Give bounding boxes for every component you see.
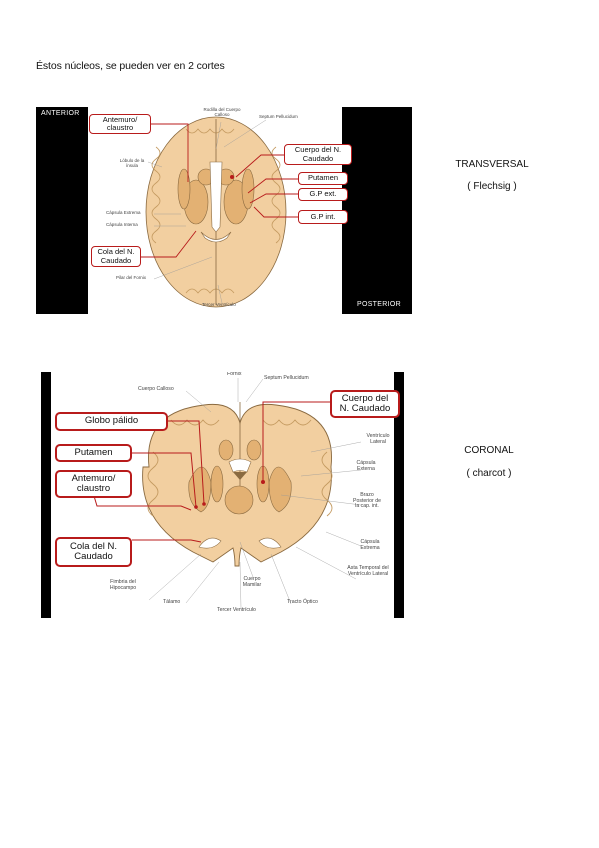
capsula-extrema-label: Cápsula Extrema <box>106 210 141 215</box>
tercer-ventriculo-label: Tercer Ventrículo <box>202 302 236 307</box>
putamen-callout: Putamen <box>55 444 132 462</box>
left-black-panel <box>41 372 51 618</box>
gp-ext-callout: G.P ext. <box>298 188 348 201</box>
septum-label: Septum Pellucidum <box>259 114 298 119</box>
cuerpo-caudado-callout: Cuerpo del N. Caudado <box>284 144 352 165</box>
brazo-posterior-label: Brazo Posterior de la cap. int. <box>353 492 381 510</box>
tracto-optico-label: Tracto Óptico <box>287 599 318 605</box>
transversal-section-figure: ANTERIOR POSTERIOR Antemuro/ claustro Cu… <box>36 107 412 314</box>
talamo-label: Tálamo <box>163 599 181 605</box>
capsula-externa-label: Cápsula Externa <box>356 460 376 472</box>
coronal-label: CORONAL <box>464 445 514 456</box>
posterior-label: POSTERIOR <box>357 301 401 308</box>
charcot-label: ( charcot ) <box>466 468 512 479</box>
coronal-section-figure: Cuerpo del N. Caudado Globo pálido Putam… <box>41 372 404 618</box>
cuerpo-calloso-label: Cuerpo Calloso <box>138 386 174 392</box>
capsula-interna-label: Cápsula Interna <box>106 222 138 227</box>
flechsig-label: ( Flechsig ) <box>467 181 517 192</box>
transversal-label: TRANSVERSAL <box>455 159 529 170</box>
gp-int-callout: G.P int. <box>298 210 348 224</box>
cuerpo-mamilar-label: Cuerpo Mamilar <box>242 576 262 588</box>
cola-caudado-callout: Cola del N. Caudado <box>91 246 141 267</box>
transversal-brain-illustration <box>139 116 298 308</box>
left-black-panel <box>36 107 88 314</box>
rodilla-label: Rodilla del Cuerpo Calloso <box>203 107 241 117</box>
capsula-extrema-label: Cápsula Extrema <box>360 539 380 551</box>
anterior-label: ANTERIOR <box>41 110 80 117</box>
septum-label: Septum Pellucidum <box>264 375 309 381</box>
antemuro-callout: Antemuro/ claustro <box>89 114 151 134</box>
tercer-ventriculo-label: Tercer Ventrículo <box>217 607 256 613</box>
asta-temporal-label: Asta Temporal del Ventrículo Lateral <box>347 565 389 577</box>
coronal-brain-illustration <box>93 378 362 609</box>
fimbria-label: Fimbria del Hipocampo <box>109 579 137 591</box>
right-black-panel <box>342 107 412 314</box>
intro-text: Éstos núcleos, se pueden ver en 2 cortes <box>36 60 225 72</box>
right-black-panel <box>394 372 404 618</box>
cuerpo-caudado-callout: Cuerpo del N. Caudado <box>330 390 400 418</box>
pilar-fornix-label: Pilar del Fornix <box>116 275 147 280</box>
lobulo-label: Lóbulo de la ínsula <box>119 158 145 168</box>
fornix-label: Fórnix <box>227 372 242 377</box>
cola-caudado-callout: Cola del N. Caudado <box>55 537 132 567</box>
globo-palido-callout: Globo pálido <box>55 412 168 431</box>
putamen-callout: Putamen <box>298 172 348 185</box>
ventriculo-lateral-label: Ventrículo Lateral <box>366 433 390 445</box>
antemuro-callout: Antemuro/ claustro <box>55 470 132 498</box>
